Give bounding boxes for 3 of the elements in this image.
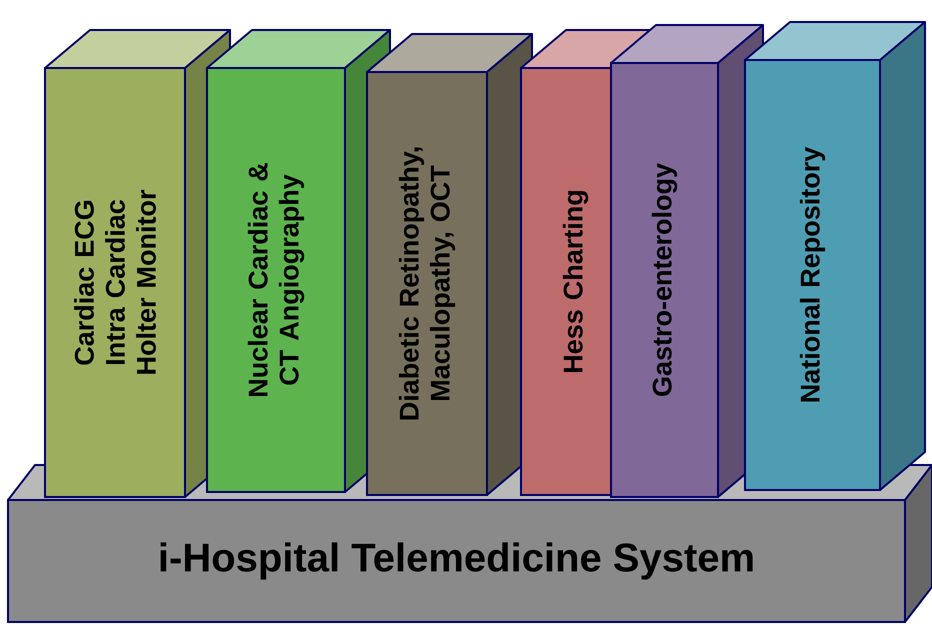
platform-block: i-Hospital Telemedicine System bbox=[7, 464, 932, 623]
column-block: National Repository bbox=[744, 21, 926, 491]
column-block: Diabetic Retinopathy, Maculopathy, OCT bbox=[366, 33, 533, 496]
